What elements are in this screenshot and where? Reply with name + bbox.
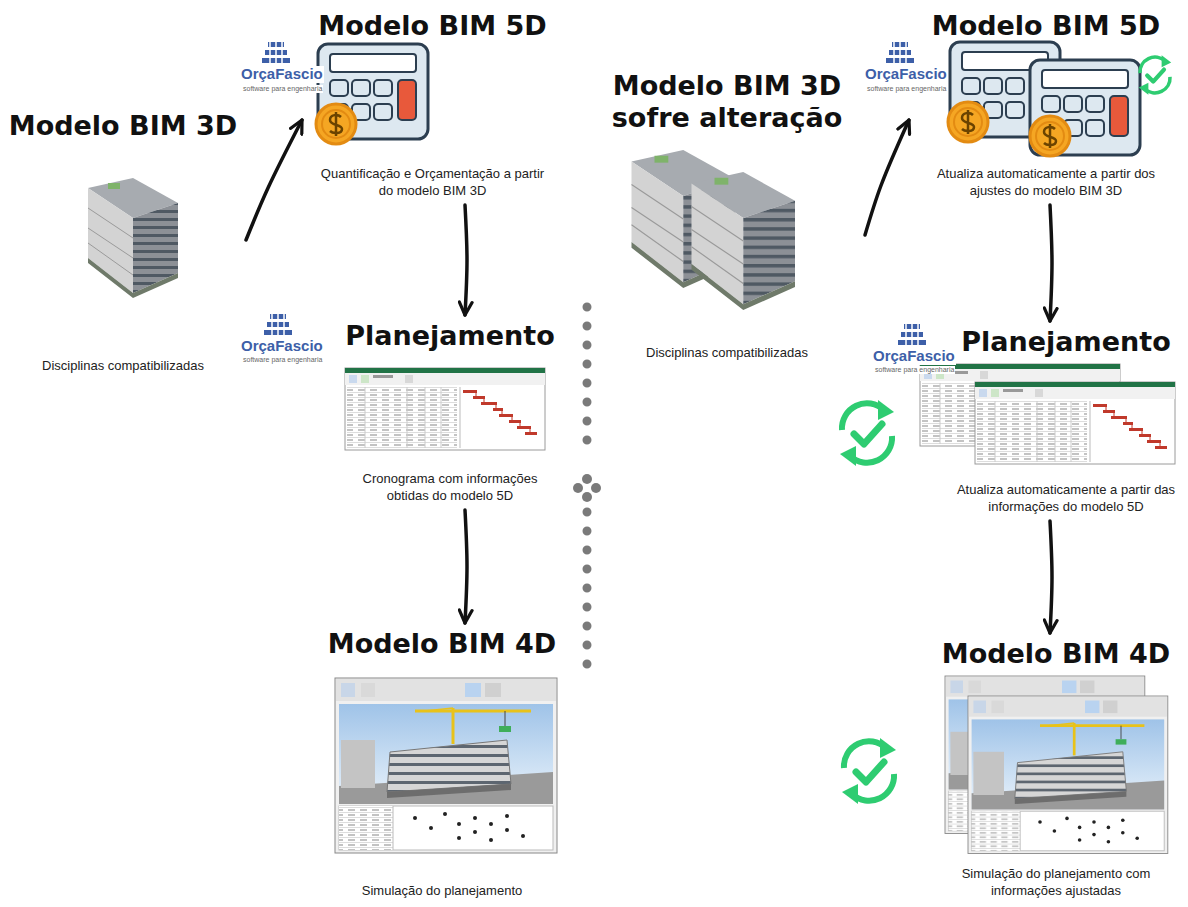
stage-group: Modelo BIM 4D Simulação do planejamento: [318, 628, 566, 900]
logo-tagline: software para engenharia: [866, 85, 947, 93]
logo-icon: [262, 42, 290, 63]
logo-icon: [264, 314, 292, 335]
logo-icon: [886, 42, 914, 63]
stage-caption: Simulação do planejamento: [360, 883, 524, 900]
logo-tagline: software para engenharia: [874, 366, 955, 374]
stage-heading: Modelo BIM 5D: [912, 10, 1180, 42]
logo-name: OrçaFascio: [240, 338, 324, 355]
stage-caption: Atualiza automaticamente a partir das in…: [952, 482, 1180, 516]
flow-arrow: [246, 120, 302, 240]
stage-caption: Simulação do planejamento com informaçõe…: [954, 866, 1158, 900]
coin-icon: [316, 104, 356, 144]
stage-heading: Modelo BIM 3D: [3, 110, 243, 142]
dotted-separator: [583, 307, 592, 448]
update-check-icon: [842, 738, 896, 804]
stage-group: Modelo BIM 4D Simulação do planejamento c…: [912, 638, 1180, 900]
stage-group: Modelo BIM 3D Disciplinas compatibilizada…: [3, 110, 243, 375]
separator-ornament: [573, 474, 601, 502]
logo-name: OrçaFascio: [864, 66, 948, 83]
simulation-screenshot: [335, 678, 557, 853]
logo-tagline: software para engenharia: [242, 356, 323, 364]
stage-heading: Modelo BIM 5D: [305, 10, 560, 42]
stage-heading: Planejamento: [335, 320, 565, 352]
logo-name: OrçaFascio: [240, 66, 324, 83]
flow-arrow: [465, 205, 467, 315]
stage-caption: Quantificação e Orçamentação a partir do…: [316, 166, 550, 200]
simulation-screenshot: [968, 696, 1168, 854]
building-model: [692, 172, 796, 310]
update-check-icon: [1139, 55, 1171, 95]
update-check-icon: [840, 400, 894, 466]
coin-icon: [948, 102, 988, 142]
stage-caption: Disciplinas compatibilizadas: [644, 345, 810, 362]
stage-heading: Planejamento: [952, 326, 1180, 358]
logo-tagline: software para engenharia: [242, 85, 323, 93]
stage-group: Modelo BIM 3D sofre alteraçãoDisciplinas…: [592, 70, 862, 362]
stage-group: PlanejamentoCronograma com informações o…: [335, 320, 565, 505]
flow-arrow: [1050, 205, 1052, 321]
building-model: [88, 178, 178, 298]
flow-arrow: [465, 510, 467, 623]
stage-caption: Disciplinas compatibilizadas: [40, 358, 206, 375]
logo-icon: [898, 324, 926, 345]
coin-icon: [1030, 116, 1070, 156]
stage-group: Modelo BIM 5D Quantificação e Orçamentaçã…: [305, 10, 560, 200]
stage-group: Modelo BIM 5D Atualiza automaticamente a …: [912, 10, 1180, 200]
stage-heading: Modelo BIM 4D: [318, 628, 566, 660]
logo-name: OrçaFascio: [872, 348, 956, 365]
schedule-screenshot: [975, 382, 1175, 464]
flow-arrow: [865, 120, 909, 235]
flow-arrow: [1050, 521, 1052, 633]
calculator-icon: [1030, 60, 1140, 155]
stage-caption: Atualiza automaticamente a partir dos aj…: [919, 166, 1173, 200]
dotted-separator: [583, 512, 592, 666]
stage-heading: Modelo BIM 4D: [932, 638, 1180, 670]
stage-heading: Modelo BIM 3D sofre alteração: [592, 70, 862, 135]
stage-caption: Cronograma com informações obtidas do mo…: [338, 471, 562, 505]
schedule-screenshot: [345, 368, 545, 450]
